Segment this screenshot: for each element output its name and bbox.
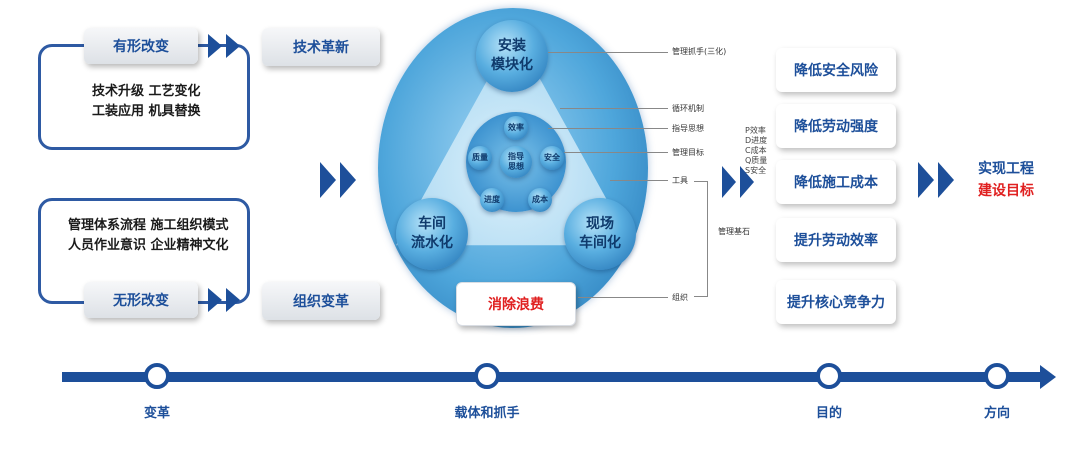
result-label: 降低施工成本 [794, 175, 878, 191]
pdcqs-s: S安全 [745, 166, 767, 175]
pdcqs-p: P效率 [745, 126, 766, 135]
timeline-node-carrier [474, 363, 500, 389]
result-improve-core-competitiveness: 提升核心竞争力 [776, 280, 896, 324]
satellite-quality: 质量 [468, 146, 492, 170]
intangible-details: 管理体系流程 施工组织模式 人员作业意识 企业精神文化 [68, 216, 229, 256]
result-label: 降低安全风险 [794, 63, 878, 79]
double-arrow-icon [722, 166, 736, 198]
timeline-label-purpose: 目的 [815, 406, 843, 421]
tangible-line-1: 技术升级 工艺变化 [92, 84, 201, 99]
double-arrow-icon [938, 162, 954, 198]
callout-management-foundation: 管理基石 [718, 227, 750, 236]
result-label: 提升核心竞争力 [787, 295, 885, 311]
double-arrow-icon [740, 166, 754, 198]
result-reduce-safety-risk: 降低安全风险 [776, 48, 896, 92]
assembly-modular-label: 安装 模块化 [491, 38, 533, 73]
callout-tools: 工具 [672, 176, 688, 185]
callout-line [548, 52, 668, 53]
foundation-bracket [694, 181, 708, 297]
timeline-label-direction: 方向 [983, 406, 1011, 421]
callout-organization: 组织 [672, 293, 688, 302]
intangible-line-1: 管理体系流程 施工组织模式 [68, 218, 229, 233]
callout-guiding-thought: 指导思想 [672, 124, 704, 133]
goal-text: 实现工程 建设目标 [978, 158, 1034, 202]
pdcqs-list: P效率 D进度 C成本 Q质量 S安全 [745, 126, 767, 176]
eliminate-waste-tile: 消除浪费 [456, 282, 576, 326]
double-arrow-icon [208, 288, 222, 312]
core-guiding-thought-ball: 指导 思想 [500, 146, 532, 178]
pdcqs-q: Q质量 [745, 156, 768, 165]
timeline-label-carrier: 载体和抓手 [454, 406, 520, 421]
timeline-node-purpose [816, 363, 842, 389]
double-arrow-icon [226, 34, 240, 58]
result-label: 降低劳动强度 [794, 119, 878, 135]
callout-line [564, 152, 668, 153]
satellite-efficiency-label: 效率 [508, 123, 524, 132]
org-reform-label: 组织变革 [293, 294, 349, 310]
double-arrow-icon [226, 288, 240, 312]
satellite-progress: 进度 [480, 188, 504, 212]
satellite-safety: 安全 [540, 146, 564, 170]
callout-line [560, 108, 668, 109]
double-arrow-icon [340, 162, 356, 198]
timeline-node-reform [144, 363, 170, 389]
double-arrow-icon [208, 34, 222, 58]
tangible-change-tile: 有形改变 [84, 28, 198, 64]
result-reduce-construction-cost: 降低施工成本 [776, 160, 896, 204]
core-guiding-thought-label: 指导 思想 [508, 152, 524, 171]
tangible-details: 技术升级 工艺变化 工装应用 机具替换 [92, 82, 201, 122]
callout-management-target: 管理目标 [672, 148, 704, 157]
callout-line [548, 128, 668, 129]
intangible-line-2: 人员作业意识 企业精神文化 [68, 238, 229, 253]
assembly-modular-ball: 安装 模块化 [476, 20, 548, 92]
timeline-arrow-icon [1040, 365, 1056, 389]
pdcqs-c: C成本 [745, 146, 767, 155]
intangible-change-tile: 无形改变 [84, 282, 198, 318]
satellite-progress-label: 进度 [484, 195, 500, 204]
callout-management-grip: 管理抓手(三化) [672, 47, 727, 56]
org-reform-tile: 组织变革 [262, 282, 380, 320]
tangible-change-label: 有形改变 [113, 39, 169, 55]
callout-cycle-mechanism: 循环机制 [672, 104, 704, 113]
tangible-line-2: 工装应用 机具替换 [92, 104, 201, 119]
satellite-cost: 成本 [528, 188, 552, 212]
satellite-quality-label: 质量 [472, 153, 488, 162]
result-label: 提升劳动效率 [794, 233, 878, 249]
result-reduce-labor-intensity: 降低劳动强度 [776, 104, 896, 148]
workshop-flow-ball: 车间 流水化 [396, 198, 468, 270]
goal-line-1: 实现工程 [978, 161, 1034, 177]
site-workshop-label: 现场 车间化 [579, 216, 621, 251]
satellite-safety-label: 安全 [544, 153, 560, 162]
eliminate-waste-label: 消除浪费 [488, 297, 544, 313]
tech-innovation-tile: 技术革新 [262, 28, 380, 66]
satellite-efficiency: 效率 [504, 116, 528, 140]
callout-line [610, 180, 668, 181]
pdcqs-d: D进度 [745, 136, 768, 145]
callout-line [578, 297, 668, 298]
result-improve-labor-efficiency: 提升劳动效率 [776, 218, 896, 262]
timeline-bar [62, 372, 1044, 382]
timeline-label-reform: 变革 [143, 406, 171, 421]
workshop-flow-label: 车间 流水化 [411, 216, 453, 251]
double-arrow-icon [320, 162, 336, 198]
timeline-node-direction [984, 363, 1010, 389]
goal-line-2: 建设目标 [978, 183, 1034, 199]
intangible-change-label: 无形改变 [113, 293, 169, 309]
satellite-cost-label: 成本 [532, 195, 548, 204]
site-workshop-ball: 现场 车间化 [564, 198, 636, 270]
double-arrow-icon [918, 162, 934, 198]
tech-innovation-label: 技术革新 [293, 40, 349, 56]
